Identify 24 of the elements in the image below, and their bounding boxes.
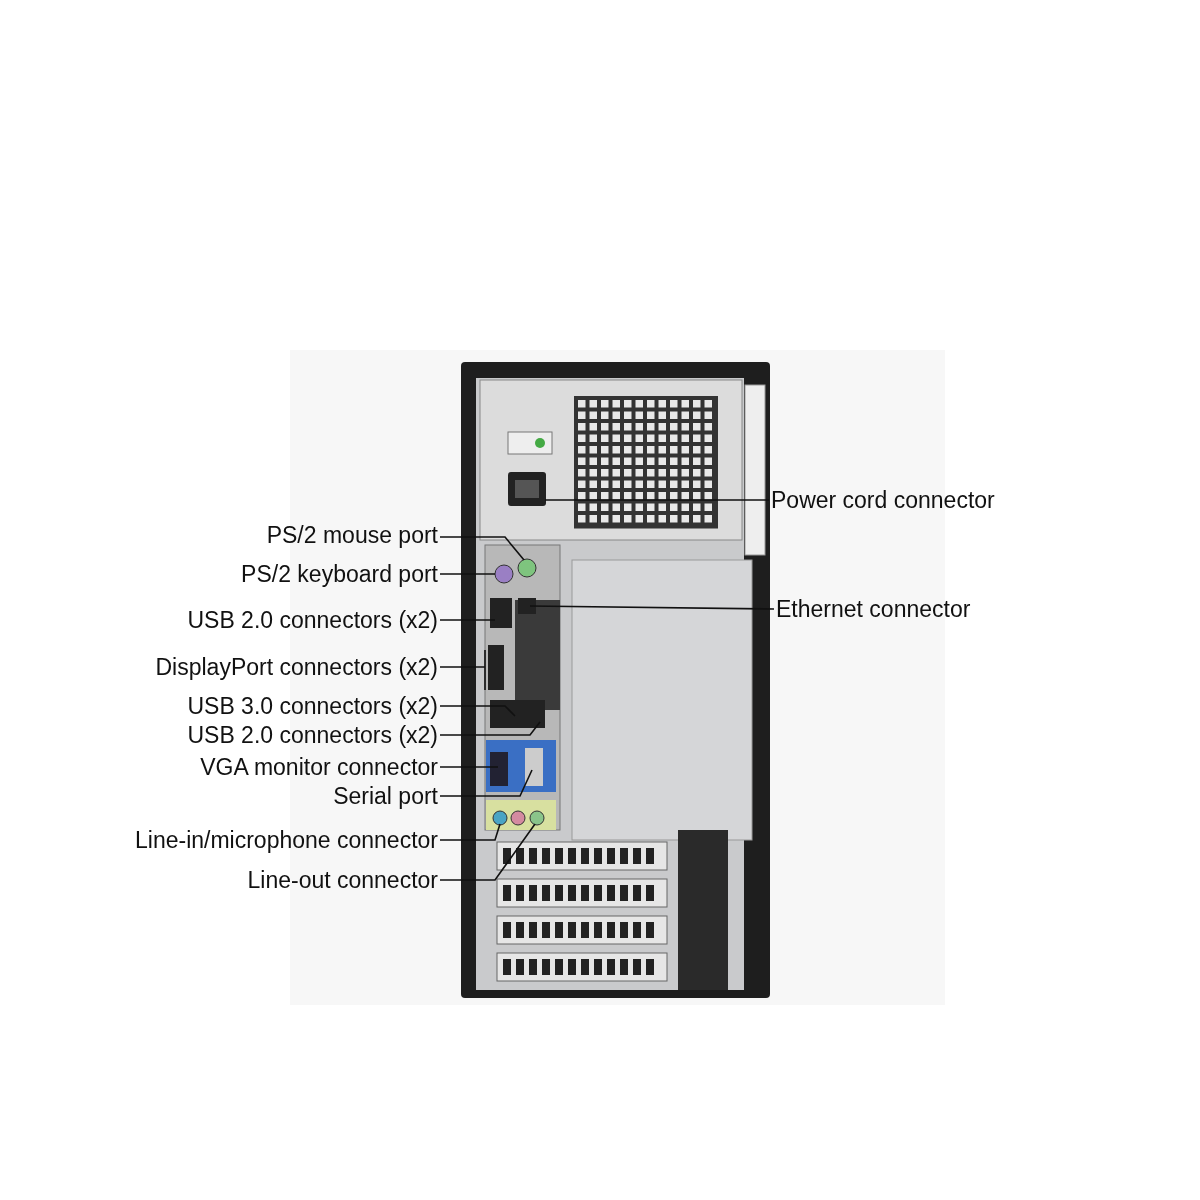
leader-line xyxy=(529,605,775,610)
callout-label: Serial port xyxy=(333,782,438,810)
callout-label: USB 3.0 connectors (x2) xyxy=(187,692,438,720)
callout-label: Ethernet connector xyxy=(776,595,971,623)
leader-line xyxy=(439,536,525,561)
leader-line xyxy=(439,823,536,881)
leader-line xyxy=(439,573,496,575)
callout-label: PS/2 keyboard port xyxy=(241,560,438,588)
leader-line xyxy=(439,769,533,797)
leader-line xyxy=(439,823,501,841)
callout-label: USB 2.0 connectors (x2) xyxy=(187,606,438,634)
callout-label: Line-in/microphone connector xyxy=(135,826,438,854)
callout-label: USB 2.0 connectors (x2) xyxy=(187,721,438,749)
leader-line xyxy=(439,766,499,768)
leader-line xyxy=(544,499,770,501)
callout-label: Power cord connector xyxy=(771,486,995,514)
callout-label: DisplayPort connectors (x2) xyxy=(155,653,438,681)
leader-line xyxy=(439,705,516,717)
callout-label: VGA monitor connector xyxy=(200,753,438,781)
callout-label: PS/2 mouse port xyxy=(266,521,438,549)
leader-line xyxy=(439,649,486,691)
callout-label: Line-out connector xyxy=(247,866,438,894)
leader-line xyxy=(439,721,541,736)
leader-line xyxy=(439,619,496,621)
